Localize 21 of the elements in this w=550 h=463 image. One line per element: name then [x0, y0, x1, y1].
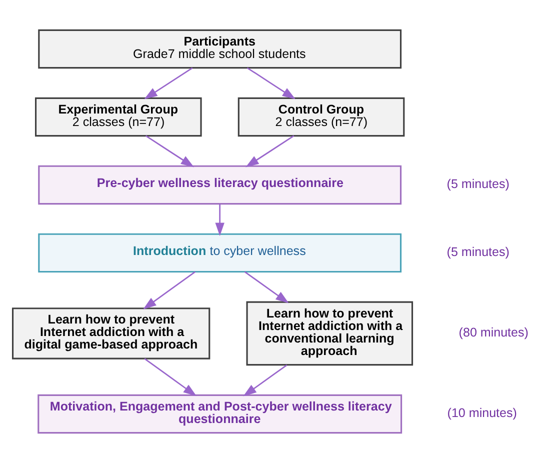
arrow [144, 67, 193, 100]
node-box: Control Group 2 classes (n=77) [238, 97, 405, 137]
arrow [246, 135, 294, 168]
node-label: (5 minutes) [446, 177, 510, 192]
arrow [143, 271, 196, 310]
arrow [243, 364, 288, 396]
node-box: Learn how to prevent Internet addiction with a digital game-based approach [12, 308, 210, 360]
arrow [215, 204, 224, 236]
arrow [244, 271, 289, 304]
arrow [246, 67, 296, 100]
node-box: Experimental Group 2 classes (n=77) [35, 97, 202, 137]
node-label: (10 minutes) [447, 406, 517, 420]
node-box: Motivation, Engagement and Post-cyber wellness literacy questionnaire [38, 394, 402, 434]
arrow [145, 135, 194, 168]
node-label: (5 minutes) [446, 245, 510, 260]
node-box: Pre-cyber wellness literacy questionnaire [38, 165, 402, 205]
node-box: Learn how to prevent Internet addiction with a conventional learning approach [246, 301, 414, 366]
node-box: Introduction to cyber wellness [38, 233, 402, 273]
arrow [144, 358, 197, 396]
node-box: Participants Grade7 middle school students [38, 29, 402, 69]
node-label: (80 minutes) [458, 326, 528, 340]
